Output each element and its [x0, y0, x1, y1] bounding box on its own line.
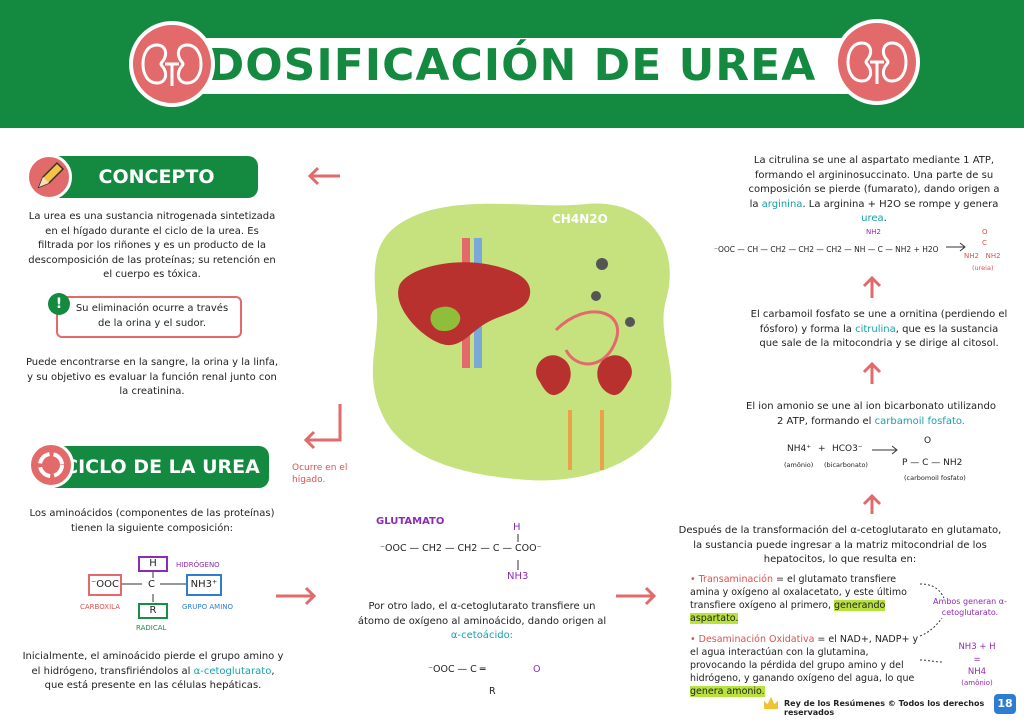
ciclo-heading: CICLO DE LA UREA: [55, 446, 269, 488]
ambos-note: Ambos generan α-cetoglutarato.: [933, 597, 1007, 617]
pencil-icon: [26, 154, 72, 200]
carbamoil-o: O: [924, 436, 932, 446]
transaminacion-item: • Transaminación = el glutamato transfie…: [690, 574, 907, 624]
amonio-label: (amônio): [784, 461, 814, 469]
carbamoil-paragraph: El carbamoil fosfato se une a ornitina (…: [750, 309, 1008, 349]
carboxyl-box: ⁻OOC: [88, 574, 122, 596]
equals-sign: =: [973, 655, 981, 665]
concepto-paragraph-2: Puede encontrarse en la sangre, la orina…: [25, 357, 279, 397]
urea-formula: CH4N2O: [552, 212, 608, 226]
elimination-note: [56, 296, 242, 338]
carboxila-label: CARBOXILA: [80, 603, 120, 611]
cetoacido-paragraph: Por otro lado, el α-cetoglutarato transf…: [357, 601, 607, 641]
footer-text: Rey de los Resúmenes © Todos los derecho…: [784, 699, 985, 717]
carbamoil-chain: P — C — NH2: [902, 458, 963, 468]
bicarbonato-label: (bicarbonato): [824, 461, 868, 469]
cetoacido-o: O: [533, 664, 541, 675]
page-number: 18: [994, 694, 1016, 714]
urea-label: (ureia): [972, 264, 994, 272]
radical-box: R: [138, 603, 168, 619]
hco3-formula: HCO3⁻: [832, 444, 863, 454]
liver-kidney-illustration: [372, 203, 672, 481]
plus-sign: +: [818, 444, 826, 454]
urea-nh2: NH2 NH2: [964, 252, 1001, 260]
concepto-paragraph: La urea es una sustancia nitrogenada sin…: [28, 211, 276, 280]
nh4-result: NH4: [967, 667, 987, 677]
carbon-atom: C: [148, 579, 155, 590]
amino-bonds: [122, 572, 186, 602]
citrulina-paragraph: La citrulina se une al aspartato mediant…: [748, 155, 1000, 224]
grupo-amino-label: GRUPO AMINO: [182, 603, 234, 611]
glutamato-nh3: NH3: [507, 571, 529, 582]
desaminacion-item: • Desaminación Oxidativa = el NAD+, NADP…: [690, 634, 919, 697]
amino-box: NH3⁺: [186, 574, 222, 596]
glutamato-h: H: [513, 522, 521, 533]
ciclo-paragraph-2: Inicialmente, el aminoácido pierde el gr…: [22, 651, 284, 691]
kidneys-icon: [834, 19, 920, 105]
nh3h-formula: NH3 + H: [958, 642, 996, 652]
amonio-result-label: (amônio): [961, 679, 993, 687]
cetoacido-chain: ⁻OOC — C ═: [428, 664, 486, 675]
reaction-arrow: [946, 242, 966, 252]
hidrogeno-label: HIDRÓGENO: [176, 561, 220, 569]
kidneys-icon: [129, 21, 215, 107]
glutamato-chain: ⁻OOC — CH2 — CH2 — C — COO⁻: [380, 543, 542, 554]
title-banner: [150, 38, 874, 94]
ciclo-paragraph: Los aminoácidos (componentes de las prot…: [29, 508, 275, 534]
concepto-heading: CONCEPTO: [55, 156, 258, 198]
carbamoil-label: (carbomoil fosfato): [904, 474, 966, 482]
urea-c: C: [982, 239, 987, 247]
arginine-nh2-top: NH2: [866, 228, 881, 236]
nh4-formula: NH4⁺: [787, 444, 811, 454]
amonio-paragraph: El ion amonio se une al ion bicarbonato …: [746, 401, 996, 427]
liver-side-note: Ocurre en el hígado.: [292, 463, 348, 485]
dashed-arrows: [919, 583, 945, 663]
reaction-arrow: [872, 445, 898, 455]
alert-icon: !: [48, 293, 70, 315]
arginine-chain: ⁻OOC — CH — CH2 — CH2 — CH2 — NH — C — N…: [714, 245, 939, 254]
despues-paragraph: Después de la transformación del α-cetog…: [678, 525, 1002, 565]
cetoacido-r: R: [489, 686, 496, 697]
radical-label: RADICAL: [136, 624, 167, 632]
hydrogen-box: H: [138, 556, 168, 572]
urea-o: O: [982, 228, 988, 236]
glutamato-bonds: [517, 534, 519, 570]
elimination-note-text: Su eliminación ocurre a través de la ori…: [75, 303, 229, 329]
glutamato-label: GLUTAMATO: [376, 516, 445, 527]
cycle-icon: [28, 442, 74, 488]
page-title: DOSIFICACIÓN DE UREA: [207, 40, 817, 91]
